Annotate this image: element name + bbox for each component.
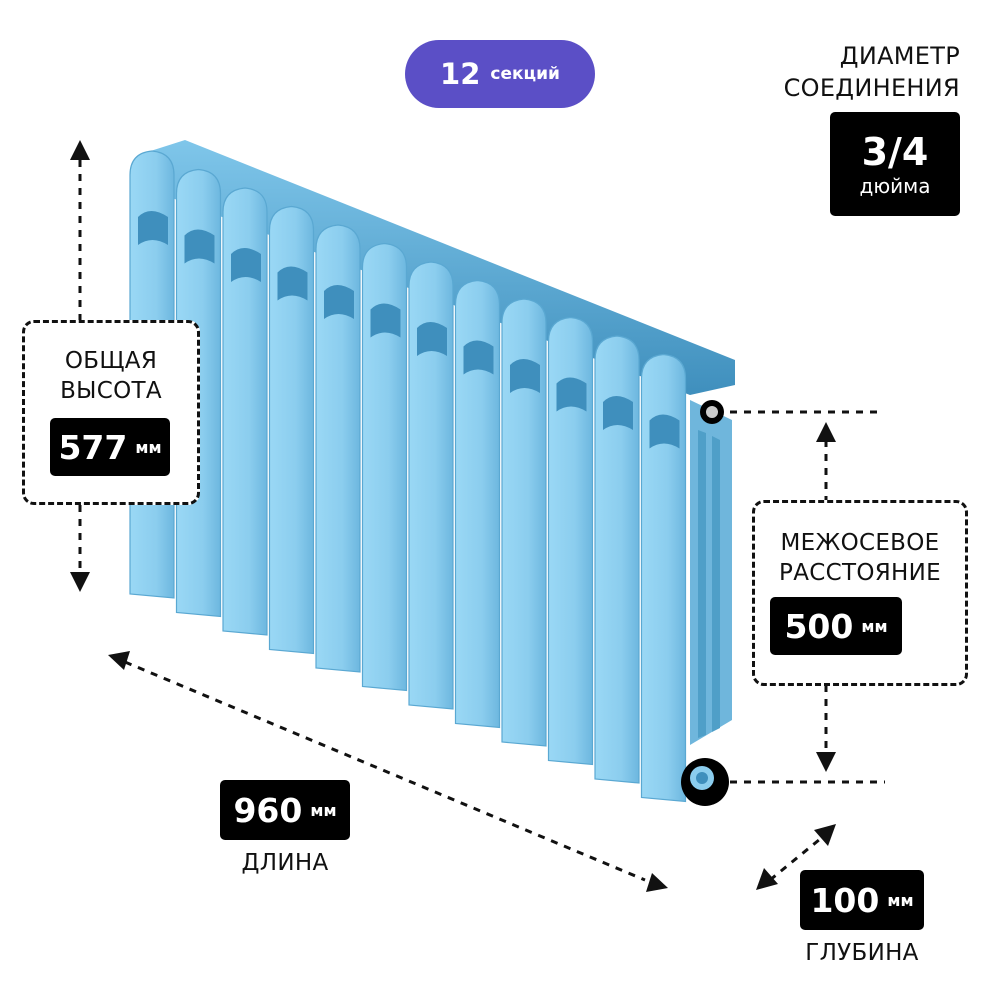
radiator-section-notch — [277, 266, 308, 301]
height-value-box: 577 мм — [50, 418, 170, 476]
connection-value: 3/4 — [861, 130, 929, 174]
connection-title-line2: СОЕДИНЕНИЯ — [783, 74, 960, 102]
depth-value: 100 — [810, 880, 880, 920]
center-distance-value: 500 — [784, 606, 854, 646]
radiator-section — [594, 335, 640, 784]
radiator-section — [315, 224, 361, 673]
radiator-section-notch — [510, 359, 540, 393]
depth-label: ГЛУБИНА — [805, 940, 919, 966]
length-label: ДЛИНА — [241, 850, 329, 876]
length-dimension-arrow — [108, 651, 668, 892]
center-distance-info-box — [752, 500, 968, 686]
pipe-connector-top — [700, 400, 724, 424]
height-value: 577 — [58, 427, 128, 467]
radiator-section — [454, 279, 501, 729]
connection-unit: дюйма — [859, 174, 931, 198]
sections-count: 12 — [440, 57, 481, 91]
length-value: 960 — [233, 790, 303, 830]
length-value-box: 960 мм — [220, 780, 350, 840]
radiator-section — [501, 298, 547, 747]
height-title-line1: ОБЩАЯ — [64, 348, 158, 374]
radiator-section-notch — [184, 229, 215, 264]
arrowhead-up-icon — [70, 140, 90, 160]
radiator-section-notch — [231, 248, 261, 282]
radiator-section-notch — [138, 211, 168, 245]
center-distance-dimension — [730, 410, 885, 784]
radiator-section-notch — [463, 340, 494, 375]
sections-badge: 12 секций — [405, 40, 595, 108]
radiator-section — [268, 205, 315, 655]
arrowhead-up-icon — [816, 422, 836, 442]
radiator-section-notch — [324, 285, 354, 319]
radiator-section-notch — [417, 322, 447, 356]
radiator-section — [222, 187, 268, 636]
center-distance-title-line2: РАССТОЯНИЕ — [779, 560, 941, 586]
height-unit: мм — [135, 437, 162, 457]
length-unit: мм — [310, 800, 337, 820]
center-distance-unit: мм — [861, 616, 888, 636]
center-distance-value-box: 500 мм — [770, 597, 902, 655]
radiator-section-notch — [370, 303, 401, 338]
connection-title-line1: ДИАМЕТР — [839, 42, 960, 70]
sections-unit: секций — [490, 64, 560, 84]
radiator-side-panel — [690, 400, 732, 745]
depth-dimension-arrow — [756, 824, 836, 890]
connection-value-box: 3/4 дюйма — [830, 112, 960, 216]
height-title: ОБЩАЯ ВЫСОТА — [22, 346, 200, 406]
pipe-connector-bottom — [681, 758, 729, 806]
center-distance-title: МЕЖОСЕВОЕ РАССТОЯНИЕ — [752, 528, 968, 588]
radiator-section — [361, 242, 408, 692]
depth-unit: мм — [887, 890, 914, 910]
depth-value-box: 100 мм — [800, 870, 924, 930]
center-distance-title-line1: МЕЖОСЕВОЕ — [780, 530, 940, 556]
radiator-section — [640, 353, 687, 803]
arrowhead-down-icon — [816, 752, 836, 772]
arrowhead-down-icon — [70, 572, 90, 592]
connection-title: ДИАМЕТР СОЕДИНЕНИЯ — [784, 40, 960, 104]
radiator-section — [408, 261, 454, 710]
radiator-section — [547, 316, 594, 766]
radiator-section-notch — [603, 396, 633, 430]
radiator-section-notch — [649, 414, 680, 449]
radiator-section-notch — [556, 377, 587, 412]
height-title-line2: ВЫСОТА — [60, 378, 162, 404]
radiator-fins — [129, 150, 687, 803]
